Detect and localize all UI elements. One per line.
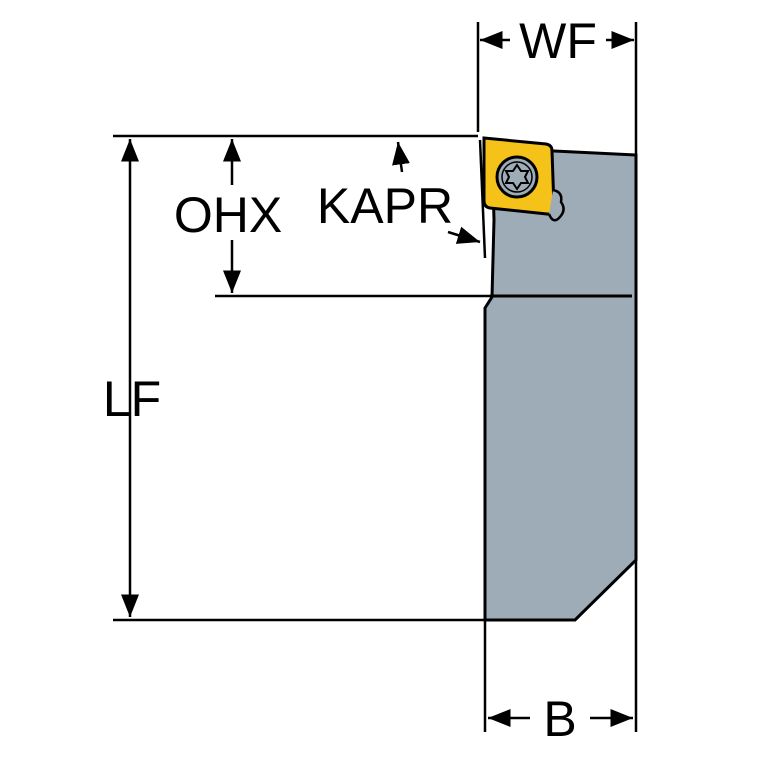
torx-star-icon (504, 163, 530, 191)
ohx-label: OHX (174, 187, 282, 243)
extension-lines (113, 22, 638, 732)
insert (482, 136, 565, 222)
lf-label: LF (103, 371, 161, 427)
kapr-arrow-up (392, 141, 410, 173)
b-label: B (543, 691, 576, 747)
kapr-label: KAPR (317, 178, 453, 234)
holder-body (483, 146, 638, 622)
kapr-arrow-side (447, 226, 481, 244)
clamp-screw-icon (547, 188, 565, 222)
wf-label: WF (519, 13, 597, 69)
